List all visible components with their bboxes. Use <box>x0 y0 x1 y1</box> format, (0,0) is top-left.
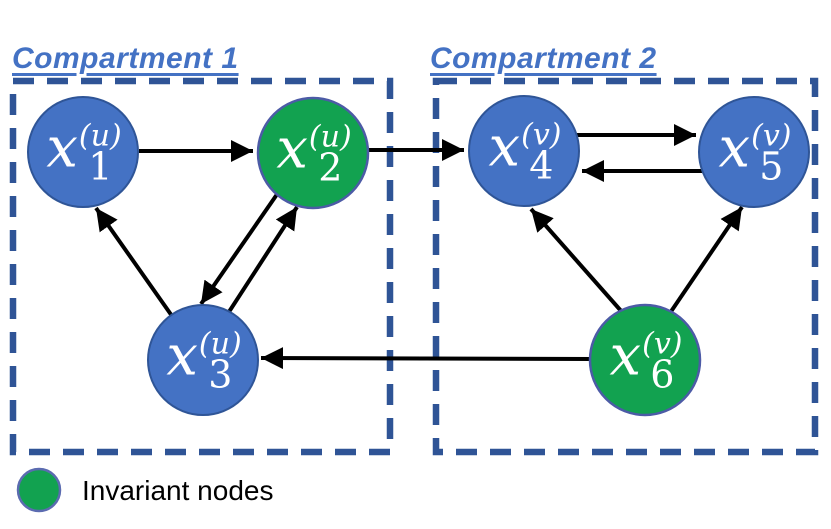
edge-x2-x3 <box>199 188 282 306</box>
node-x3-circle <box>147 304 259 416</box>
compartment-2-border <box>432 77 819 456</box>
node-x4-circle <box>468 95 580 207</box>
edge-x6-x4 <box>529 207 624 314</box>
edge-x6-x5 <box>668 205 744 315</box>
legend-invariant-swatch <box>16 467 62 513</box>
compartment-2-title: Compartment 2 <box>430 42 657 75</box>
node-x1-circle <box>27 96 139 208</box>
node-x6-circle <box>588 303 702 417</box>
legend-invariant-label: Invariant nodes <box>82 475 274 506</box>
node-x5-circle <box>698 96 810 208</box>
edge-x3-x2 <box>223 205 299 320</box>
compartment-1-border <box>9 77 394 456</box>
compartment-1-title: Compartment 1 <box>12 42 239 75</box>
node-x2-circle <box>256 96 370 210</box>
edge-x3-x1 <box>94 206 174 318</box>
edge-x6-x3 <box>260 347 593 370</box>
